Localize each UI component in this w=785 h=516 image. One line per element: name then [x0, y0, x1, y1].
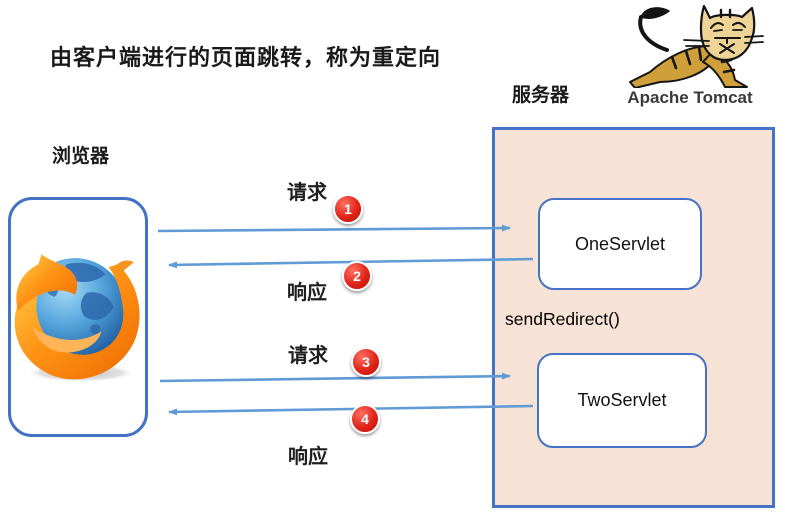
arrow-request-3	[159, 372, 511, 383]
servlet-two-name: TwoServlet	[577, 390, 667, 410]
flow-label-response-2: 响应	[287, 282, 327, 304]
browser-label: 浏览器	[52, 146, 110, 167]
step-badge-3: 3	[351, 347, 381, 377]
flow-label-response-4: 响应	[288, 446, 328, 468]
step-badge-4: 4	[350, 404, 380, 434]
arrow-request-1	[157, 224, 511, 233]
firefox-icon	[14, 254, 140, 382]
step-badge-1: 1	[333, 194, 363, 224]
diagram-title: 由客户端进行的页面跳转，称为重定向	[50, 45, 442, 70]
tomcat-caption: Apache Tomcat	[627, 88, 753, 107]
servlet-one-name: OneServlet	[574, 233, 666, 254]
servlet-box-two: TwoServlet	[537, 353, 707, 448]
flow-label-request-3: 请求	[288, 345, 328, 367]
send-redirect-label: sendRedirect()	[505, 309, 620, 329]
step-badge-2: 2	[342, 261, 372, 291]
flow-label-request-1: 请求	[287, 182, 327, 204]
server-label: 服务器	[512, 85, 570, 106]
servlet-box-one: OneServlet	[538, 198, 702, 290]
tomcat-icon	[629, 4, 764, 88]
